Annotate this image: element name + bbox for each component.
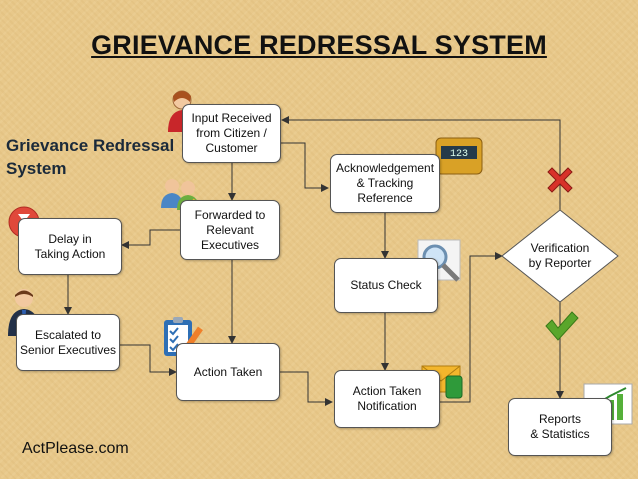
brand-watermark: ActPlease.com: [22, 440, 129, 457]
node-delay: Delay in Taking Action: [18, 218, 122, 275]
verification-label-line2: by Reporter: [529, 256, 592, 270]
page-title: GRIEVANCE REDRESSAL SYSTEM: [91, 30, 547, 60]
node-acknowledgement: Acknowledgement & Tracking Reference: [330, 154, 440, 213]
side-title: Grievance Redressal System: [6, 136, 175, 178]
tracking-counter-icon: 123: [435, 137, 483, 175]
node-escalated: Escalated to Senior Executives: [16, 314, 120, 371]
connectors: [64, 116, 564, 406]
arrow-notification-verification: [440, 252, 503, 403]
node-status-check: Status Check: [334, 258, 438, 313]
node-action-notification: Action Taken Notification: [334, 370, 440, 428]
node-forwarded: Forwarded to Relevant Executives: [180, 200, 280, 260]
arrow-input-ack: [280, 142, 329, 192]
verification-label-line1: Verification: [531, 241, 590, 255]
approve-check-icon: [545, 311, 579, 341]
reject-cross-icon: [547, 167, 573, 193]
node-action-taken: Action Taken: [176, 343, 280, 401]
arrow-forwarded-delay: [121, 229, 180, 249]
node-reports: Reports & Statistics: [508, 398, 612, 456]
arrow-action-notification: [280, 371, 333, 406]
node-input-received: Input Received from Citizen / Customer: [182, 104, 281, 163]
verification-diamond: [501, 209, 619, 303]
arrow-escalated-action: [120, 344, 177, 376]
counter-text: 123: [450, 149, 468, 160]
